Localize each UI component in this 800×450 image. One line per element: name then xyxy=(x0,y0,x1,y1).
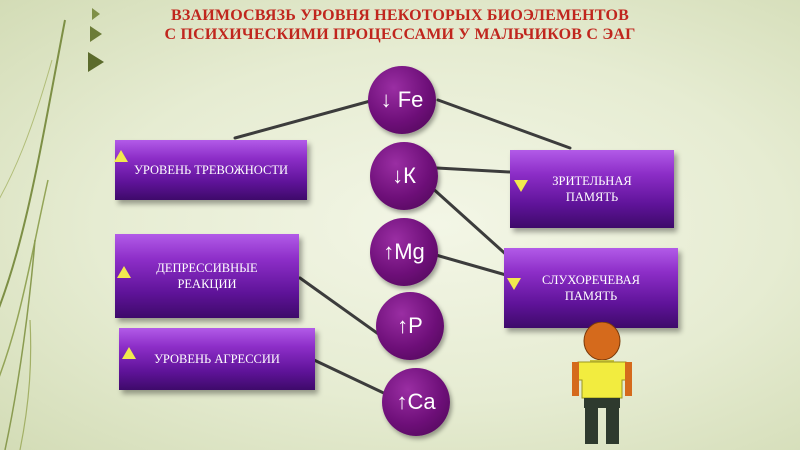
title-line-2: С ПСИХИЧЕСКИМИ ПРОЦЕССАМИ У МАЛЬЧИКОВ С … xyxy=(164,26,636,43)
title-line-1: ВЗАИМОСВЯЗЬ УРОВНЯ НЕКОТОРЫХ БИОЭЛЕМЕНТО… xyxy=(170,7,630,24)
node-fe: ↓ Fe xyxy=(368,66,436,134)
link-mg-auditory xyxy=(434,253,508,277)
node-k: ↓К xyxy=(370,142,438,210)
node-fe-label: ↓ Fe xyxy=(380,87,424,112)
box-auditory-label: СЛУХОРЕЧЕВАЯ ПАМЯТЬ xyxy=(541,273,641,303)
node-k-label: ↓К xyxy=(392,163,416,188)
link-k-visual xyxy=(435,166,512,174)
node-mg: ↑Mg xyxy=(370,218,438,286)
increase-indicator-icon xyxy=(117,266,131,278)
arrow-decoration xyxy=(88,8,104,72)
box-anxiety-label: УРОВЕНЬ ТРЕВОЖНОСТИ xyxy=(134,163,288,177)
increase-indicator-icon xyxy=(114,150,128,162)
box-aggression-label: УРОВЕНЬ АГРЕССИИ xyxy=(154,352,280,366)
decrease-indicator-icon xyxy=(507,278,521,290)
node-p: ↑P xyxy=(376,292,444,360)
decrease-indicator-icon xyxy=(514,180,528,192)
increase-indicator-icon xyxy=(122,347,136,359)
link-aggression-ca xyxy=(312,358,392,398)
link-depressive-p xyxy=(298,276,386,340)
slide-title: ВЗАИМОСВЯЗЬ УРОВНЯ НЕКОТОРЫХ БИОЭЛЕМЕНТО… xyxy=(120,6,680,44)
box-visual-label: ЗРИТЕЛЬНАЯ ПАМЯТЬ xyxy=(552,174,632,204)
box-visual-memory: ЗРИТЕЛЬНАЯ ПАМЯТЬ xyxy=(510,150,674,228)
box-aggression: УРОВЕНЬ АГРЕССИИ xyxy=(119,328,315,390)
link-k-auditory xyxy=(428,184,512,260)
box-depressive-label: ДЕПРЕССИВНЫЕ РЕАКЦИИ xyxy=(156,261,258,291)
box-auditory-memory: СЛУХОРЕЧЕВАЯ ПАМЯТЬ xyxy=(504,248,678,328)
box-anxiety: УРОВЕНЬ ТРЕВОЖНОСТИ xyxy=(115,140,307,200)
boy-figure-icon xyxy=(572,322,632,444)
box-depressive: ДЕПРЕССИВНЫЕ РЕАКЦИИ xyxy=(115,234,299,318)
node-mg-label: ↑Mg xyxy=(383,239,425,264)
grass-decoration xyxy=(0,19,66,450)
node-ca-label: ↑Ca xyxy=(396,389,436,414)
node-p-label: ↑P xyxy=(397,313,423,338)
link-fe-anxiety xyxy=(233,98,376,140)
link-fe-visual xyxy=(436,98,572,150)
node-ca: ↑Ca xyxy=(382,368,450,436)
